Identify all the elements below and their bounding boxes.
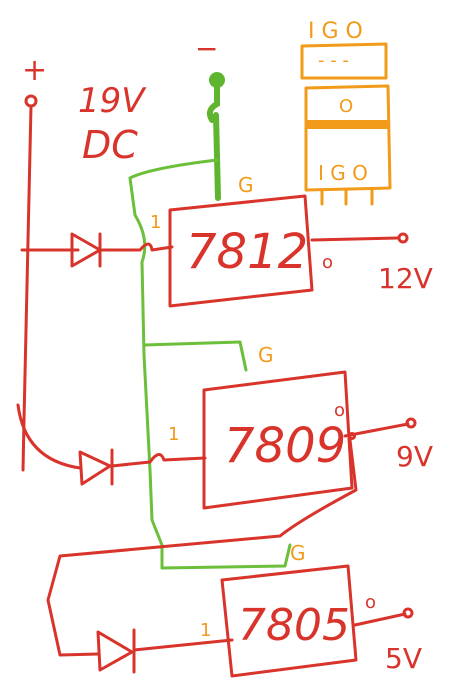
output-label-12v: 12V <box>378 262 433 295</box>
pin-gnd-7809: G <box>258 343 274 367</box>
pin-out-7809: o <box>334 400 345 421</box>
ground-terminal-loop <box>206 83 220 123</box>
output-wire-9v <box>343 422 410 438</box>
diode-3 <box>96 630 134 672</box>
regulator-7805-body <box>220 564 358 678</box>
output-terminal-12v <box>397 232 409 244</box>
ground-lead-7805 <box>160 543 292 570</box>
ground-lead-7809 <box>142 340 248 372</box>
output-node-9v <box>348 432 356 440</box>
output-wire-12v <box>310 236 400 242</box>
regulator-7809-body <box>202 370 354 510</box>
ground-terminal <box>209 72 225 88</box>
regulator-7812-body <box>168 194 314 308</box>
wire-diode1-7812 <box>98 242 174 252</box>
pin-gnd-7805: G <box>290 541 306 565</box>
wire-diode2-7809 <box>110 453 207 468</box>
wire-diode3-7805 <box>132 638 234 652</box>
pin-in-7809: 1 <box>168 424 179 445</box>
package-sketch: I G O - - - O I G O <box>300 19 392 206</box>
ground-rail <box>128 158 219 570</box>
pin-out-7805: o <box>365 592 376 613</box>
positive-rail <box>21 104 33 472</box>
pin-gnd-7812: G <box>238 173 254 197</box>
regulator-7809-label: 7809 <box>224 418 346 474</box>
minus-label: − <box>195 32 218 65</box>
wire-feed-7805 <box>46 438 358 657</box>
plus-label: + <box>22 53 47 88</box>
diode-2 <box>78 450 112 486</box>
plus-terminal <box>24 94 38 108</box>
supply-type: DC <box>82 123 138 167</box>
output-terminal-5v <box>402 607 414 619</box>
pin-in-7812: 1 <box>150 212 161 233</box>
ground-lead-7812 <box>213 112 221 201</box>
output-label-9v: 9V <box>396 440 433 473</box>
output-wire-5v <box>353 612 407 627</box>
package-tab-hole: O <box>339 96 353 117</box>
package-bottom-pins: I G O <box>318 161 368 185</box>
pin-in-7805: 1 <box>200 620 211 641</box>
wire-in-7809 <box>16 403 82 470</box>
package-top-pins: I G O <box>308 19 363 44</box>
package-top-dashes: - - - <box>318 50 349 71</box>
regulator-7805-label: 7805 <box>238 600 350 651</box>
output-terminal-9v <box>405 417 417 429</box>
package-top-view <box>300 42 388 80</box>
diode-1 <box>70 232 102 268</box>
package-leads <box>320 188 374 206</box>
regulator-7812-label: 7812 <box>186 224 308 280</box>
package-front-view <box>304 84 392 192</box>
pin-out-7812: o <box>322 252 333 273</box>
supply-voltage: 19V <box>78 81 147 121</box>
package-tab-band <box>306 120 388 129</box>
output-label-5v: 5V <box>385 642 422 675</box>
